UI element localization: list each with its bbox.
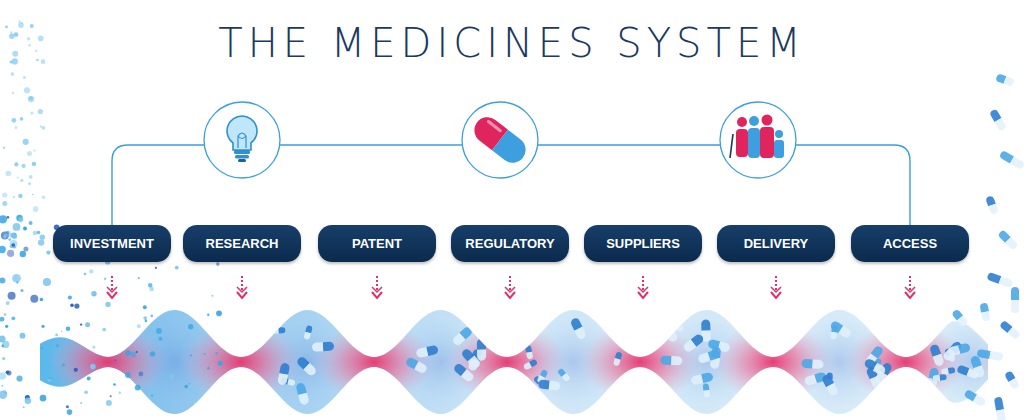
stage-box: SUPPLIERS xyxy=(584,225,702,262)
icon-circle xyxy=(204,102,796,178)
wave-fill xyxy=(48,317,1024,407)
page-title: THE MEDICINES SYSTEM xyxy=(0,20,1024,66)
stage-label: INVESTMENT xyxy=(70,236,154,251)
stage-box: REGULATORY xyxy=(451,225,569,262)
stage-box: DELIVERY xyxy=(717,225,835,262)
down-arrows xyxy=(107,276,915,298)
stage-box: PATENT xyxy=(318,225,436,262)
stage-box: ACCESS xyxy=(851,225,969,262)
stage-box: RESEARCH xyxy=(183,225,301,262)
stage-label: RESEARCH xyxy=(206,236,279,251)
stage-box: INVESTMENT xyxy=(53,225,171,262)
stage-label: REGULATORY xyxy=(465,236,554,251)
stage-label: ACCESS xyxy=(883,236,937,251)
stage-label: PATENT xyxy=(352,236,402,251)
stage-label: DELIVERY xyxy=(744,236,809,251)
stage-label: SUPPLIERS xyxy=(606,236,680,251)
pill-icon xyxy=(469,112,531,168)
lightbulb-icon xyxy=(227,116,257,162)
family-icon xyxy=(730,115,784,159)
wave-shape xyxy=(40,310,988,414)
